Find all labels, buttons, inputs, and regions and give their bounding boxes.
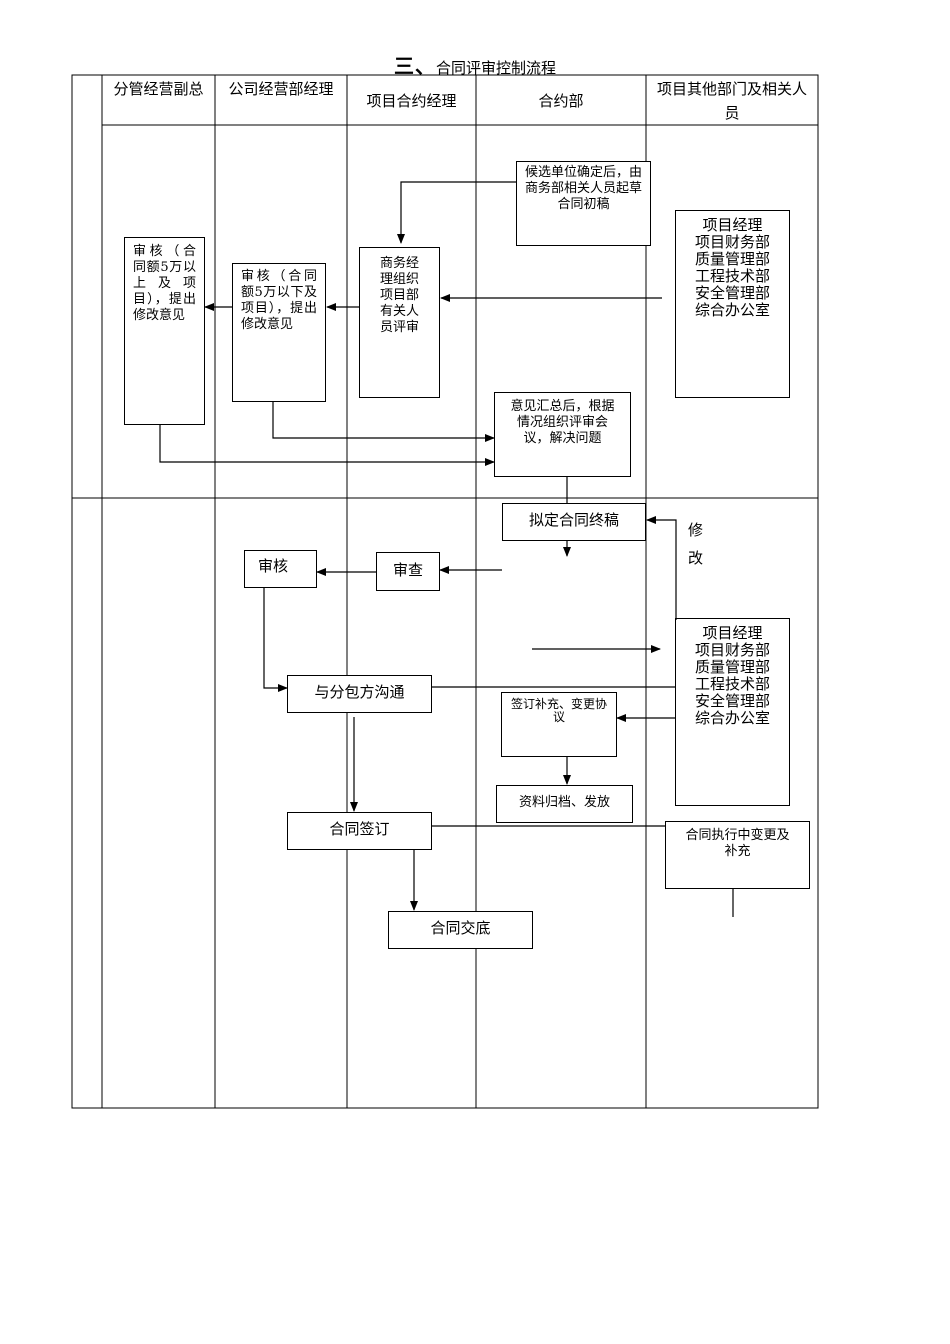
execution-change-box: 合同执行中变更及补充	[665, 821, 810, 889]
table-border	[71, 74, 819, 1109]
related-departments-box-lower: 项目经理 项目财务部 质量管理部 工程技术部 安全管理部 综合办公室	[675, 618, 790, 806]
arrow-draft-to-review	[397, 181, 516, 244]
arrow-modify-loop	[646, 516, 677, 620]
column-header-manager: 公司经营部经理	[228, 80, 334, 98]
draft-contract-box: 候选单位确定后，由商务部相关人员起草合同初稿	[516, 161, 651, 246]
column-header-contract-manager: 项目合约经理	[366, 92, 457, 110]
arrow-vp-to-summary	[159, 425, 495, 466]
arrow-audit-to-communicate	[263, 588, 288, 692]
business-review-box: 商务经理组织项目部有关人员评审	[359, 247, 440, 398]
related-departments-box: 项目经理 项目财务部 质量管理部 工程技术部 安全管理部 综合办公室	[675, 210, 790, 398]
archive-distribute-box: 资料归档、发放	[496, 785, 633, 823]
inspect-box: 审查	[376, 552, 440, 591]
final-draft-box: 拟定合同终稿	[502, 503, 646, 541]
summary-meeting-box: 意见汇总后，根据情况组织评审会议，解决问题	[494, 392, 631, 477]
contract-signing-box: 合同签订	[287, 812, 432, 850]
vp-review-box: 审核（合同额5万以上及项目），提出修改意见	[124, 237, 205, 425]
arrow-manager-to-summary	[272, 402, 495, 442]
page-title: 三、合同评审控制流程	[393, 54, 556, 78]
audit-box: 审核	[244, 550, 317, 588]
column-header-vp: 分管经营副总	[113, 80, 204, 98]
manager-review-box: 审核（合同额5万以下及项目），提出修改意见	[232, 263, 326, 402]
column-header-other-depts: 项目其他部门及相关人员	[656, 80, 807, 122]
supplement-agreement-box: 签订补充、变更协议	[501, 692, 617, 757]
column-header-contract-dept: 合约部	[538, 92, 584, 110]
communicate-subcontractor-box: 与分包方沟通	[287, 675, 432, 713]
contract-handover-box: 合同交底	[388, 911, 533, 949]
modify-label: 修 改	[688, 521, 704, 567]
